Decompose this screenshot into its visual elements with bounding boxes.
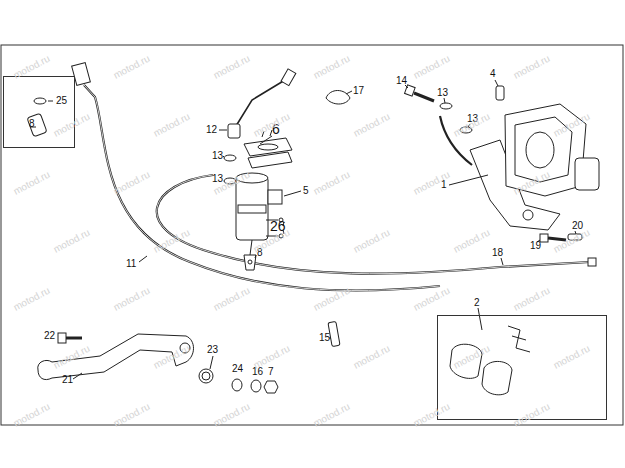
watermark: motod.ru [12,285,52,312]
callout-number: 22 [44,331,55,341]
callout-number: 24 [232,364,243,374]
callout-number: 2 [474,298,480,308]
callout-number: 13 [437,88,448,98]
callout-number: 19 [530,241,541,251]
callout-number: 14 [396,76,407,86]
watermark: motod.ru [452,227,492,254]
watermark: motod.ru [152,227,192,254]
callout-number: 18 [492,248,503,258]
watermark: motod.ru [112,169,152,196]
watermark: motod.ru [352,343,392,370]
watermark: motod.ru [112,285,152,312]
callout-number: 23 [207,345,218,355]
watermark: motod.ru [352,227,392,254]
inset-box: 25 8 [3,76,75,148]
watermark: motod.ru [552,343,592,370]
callout-number: 15 [319,333,330,343]
watermark: motod.ru [312,169,352,196]
watermark: motod.ru [552,227,592,254]
watermark: motod.ru [312,53,352,80]
watermark: motod.ru [412,285,452,312]
watermark: motod.ru [112,53,152,80]
callout-number: 4 [490,69,496,79]
watermark: motod.ru [512,285,552,312]
watermark: motod.ru [212,285,252,312]
callout-number: 17 [353,86,364,96]
watermark: motod.ru [52,111,92,138]
callout-number: 13 [212,151,223,161]
watermark: motod.ru [352,111,392,138]
callout-number: 12 [206,125,217,135]
callout-number: 25 [56,96,67,106]
watermark: motod.ru [412,53,452,80]
callout-number: 7 [268,367,274,377]
callout-number: 21 [62,375,73,385]
watermark: motod.ru [252,111,292,138]
watermark: motod.ru [52,227,92,254]
callout-number: 5 [303,186,309,196]
watermark: motod.ru [212,53,252,80]
watermark: motod.ru [12,169,52,196]
watermark: motod.ru [512,53,552,80]
callout-number: 11 [126,259,136,269]
watermark: motod.ru [152,111,192,138]
callout-number: 8 [29,119,35,129]
